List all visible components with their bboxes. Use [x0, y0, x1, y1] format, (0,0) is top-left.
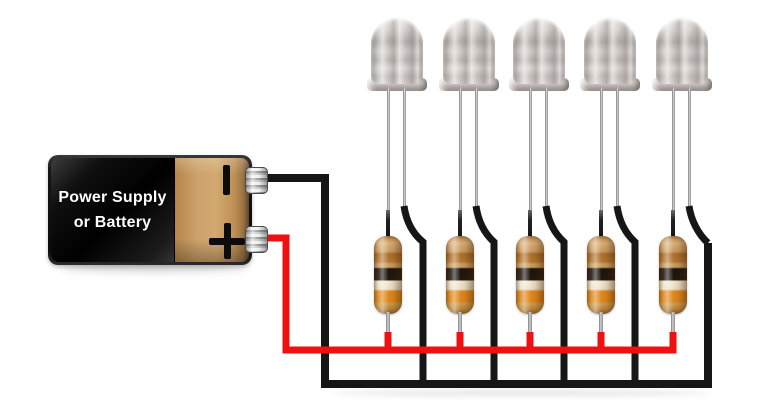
battery-body: Power Supply or Battery [51, 158, 249, 262]
plus-symbol [209, 223, 245, 259]
led-anode-leg [528, 86, 532, 210]
resistor-body [374, 236, 402, 314]
negative-terminal [245, 167, 268, 194]
battery-label-line1: Power Supply [58, 188, 167, 206]
led-cathode-leg [615, 86, 619, 210]
led-anode-leg [599, 86, 603, 210]
battery-label-panel: Power Supply or Battery [51, 158, 175, 262]
led-dome [371, 18, 423, 84]
battery-cell-area [175, 158, 249, 262]
battery-label-line2: or Battery [73, 213, 152, 231]
led-dome [584, 18, 636, 84]
resistor [658, 210, 688, 340]
led [509, 18, 569, 214]
resistor-bottom-lead [599, 312, 603, 340]
led-anode-leg [386, 86, 390, 210]
negative-wire-main [256, 174, 712, 388]
resistor-bottom-lead [386, 312, 390, 340]
led-cathode-leg [402, 86, 406, 210]
resistor-top-lead [527, 210, 532, 238]
led-anode-leg [671, 86, 675, 210]
resistor [515, 210, 545, 340]
positive-wire-stubs [384, 332, 605, 350]
resistor-body [587, 236, 615, 314]
resistor-top-lead [670, 210, 675, 238]
resistor [445, 210, 475, 340]
negative-wire-cathodes [400, 205, 711, 384]
resistor-top-lead [385, 210, 390, 238]
led [580, 18, 640, 214]
resistor-body [659, 236, 687, 314]
led [367, 18, 427, 214]
resistor [586, 210, 616, 340]
resistor-bottom-lead [458, 312, 462, 340]
positive-terminal [245, 226, 268, 253]
led-cathode-leg [474, 86, 478, 210]
led-cathode-leg [544, 86, 548, 210]
resistor-top-lead [598, 210, 603, 238]
resistor-bottom-lead [528, 312, 532, 340]
led-dome [443, 18, 495, 84]
resistor-body [446, 236, 474, 314]
resistor-top-lead [457, 210, 462, 238]
led [652, 18, 712, 214]
minus-symbol [223, 165, 230, 195]
led-dome [656, 18, 708, 84]
led-dome [513, 18, 565, 84]
led-anode-leg [458, 86, 462, 210]
resistor-body [516, 236, 544, 314]
positive-wire-main [258, 234, 677, 354]
resistor-bottom-lead [671, 312, 675, 340]
led-cathode-leg [687, 86, 691, 210]
battery: Power Supply or Battery [48, 155, 268, 265]
resistor [373, 210, 403, 340]
led [439, 18, 499, 214]
